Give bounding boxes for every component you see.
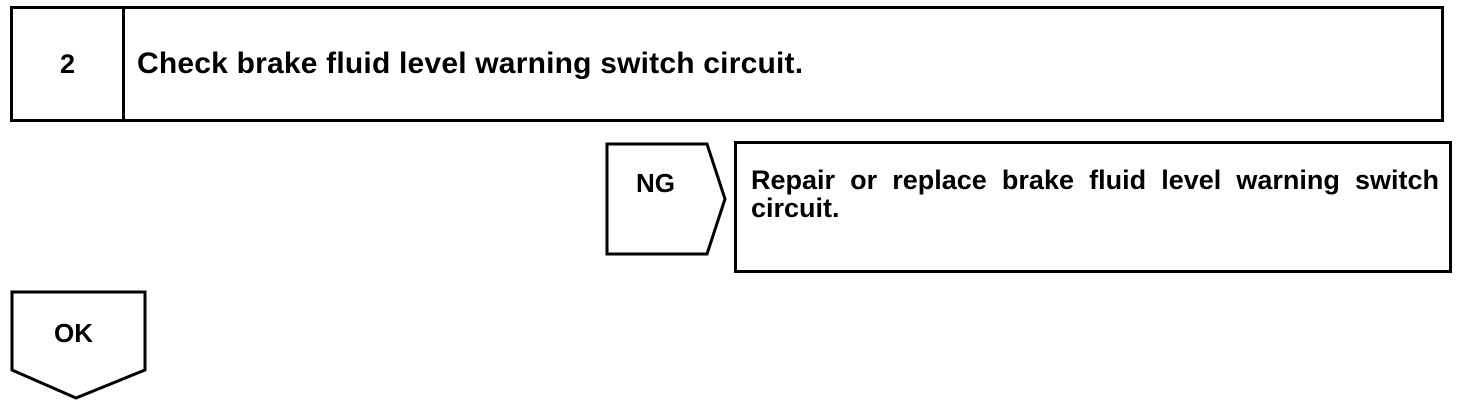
step-title: Check brake fluid level warning switch c… bbox=[137, 47, 804, 80]
ok-label: OK bbox=[54, 318, 93, 348]
ng-action-box: Repair or replace brake fluid level warn… bbox=[734, 141, 1452, 273]
ng-label: NG bbox=[636, 168, 675, 198]
ok-arrow-shape bbox=[10, 290, 147, 400]
ng-arrow-shape bbox=[605, 142, 727, 256]
step-box: 2 Check brake fluid level warning switch… bbox=[10, 6, 1444, 122]
ng-action-text: Repair or replace brake fluid level warn… bbox=[751, 165, 1439, 223]
step-number: 2 bbox=[13, 9, 125, 119]
